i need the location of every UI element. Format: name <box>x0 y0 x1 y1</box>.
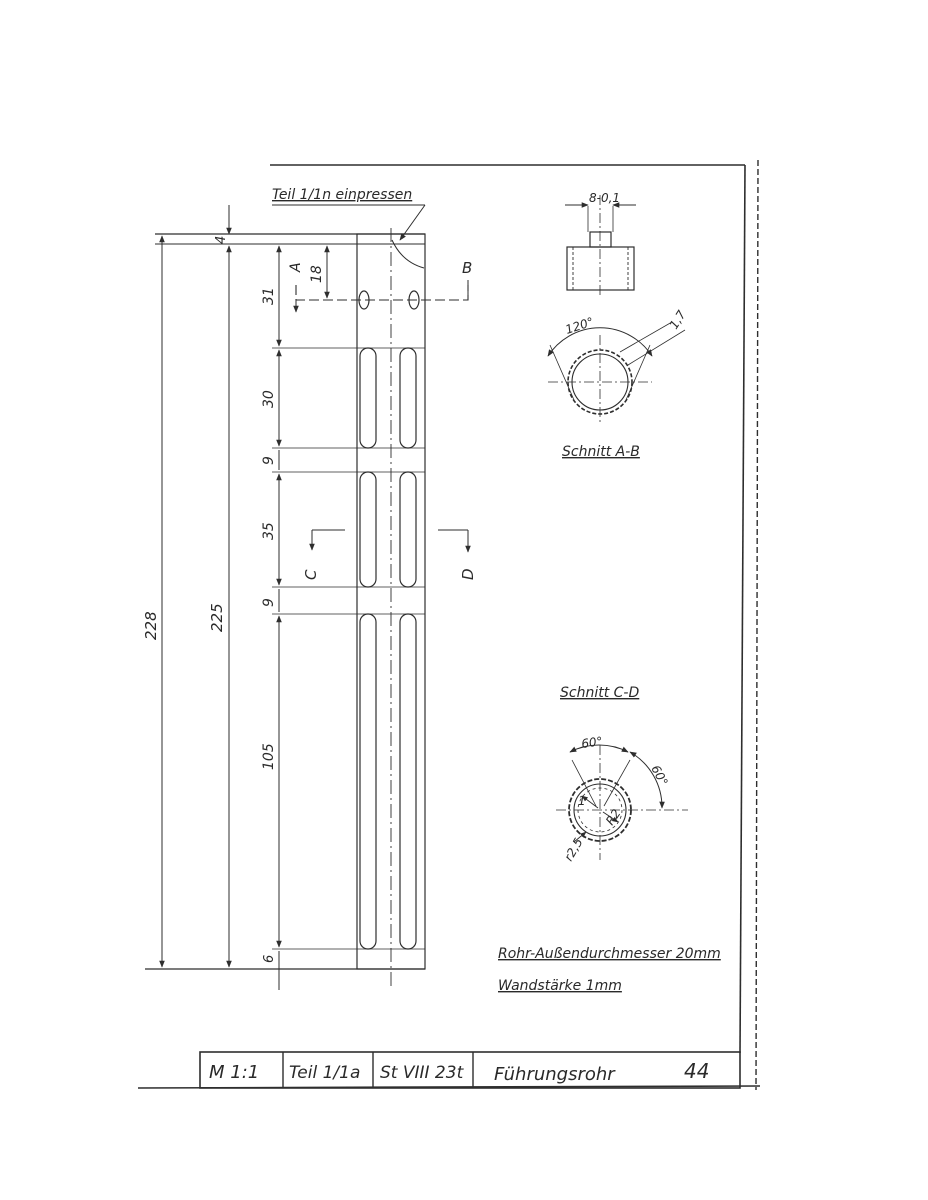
dim-31: 31 <box>261 287 277 305</box>
dim-35: 35 <box>261 522 277 540</box>
cut-label-d: D <box>459 568 477 580</box>
dim-top-offset: 4 <box>214 236 229 244</box>
section-c-d <box>556 744 688 860</box>
section-a-b <box>547 195 686 425</box>
cut-label-b: B <box>462 259 472 277</box>
part-label: Teil 1/1a <box>289 1063 360 1083</box>
section-cd-title: Schnitt C-D <box>560 685 639 701</box>
dimension-lines <box>159 205 357 990</box>
section-cd-r3: r2,5 <box>561 836 585 864</box>
section-ab-side-dim: 1,7 <box>667 308 689 332</box>
note-outer-diameter: Rohr-Außendurchmesser 20mm <box>498 946 721 962</box>
material-label: St VIII 23t <box>380 1063 465 1083</box>
dim-inner: 225 <box>208 603 226 632</box>
dim-30: 30 <box>261 390 277 408</box>
section-cd-r1: 1 <box>578 794 586 808</box>
section-cd-angle-1: 60° <box>580 734 603 751</box>
dim-gap-2: 9 <box>261 598 277 607</box>
cut-label-c: C <box>302 569 320 580</box>
section-cd-angle-2: 60° <box>648 763 670 788</box>
section-ab-angle: 120° <box>564 315 596 337</box>
tube-view <box>145 228 471 990</box>
cut-label-a: A <box>288 262 304 273</box>
dim-105: 105 <box>261 743 277 770</box>
press-note: Teil 1/1n einpressen <box>272 187 412 203</box>
dim-18: 18 <box>309 265 325 283</box>
dim-gap-1: 9 <box>261 456 277 465</box>
sheet-frame <box>137 159 761 1091</box>
section-ab-title: Schnitt A-B <box>562 444 640 460</box>
scale-label: M 1:1 <box>209 1062 259 1083</box>
title-block: M 1:1 Teil 1/1a St VIII 23t Führungsrohr… <box>199 1051 741 1089</box>
dim-bottom: 6 <box>262 955 277 963</box>
note-wall-thickness: Wandstärke 1mm <box>498 978 622 994</box>
sheet-number: 44 <box>684 1059 709 1083</box>
part-name: Führungsrohr <box>494 1064 616 1085</box>
dim-overall: 228 <box>142 611 160 640</box>
section-ab-top-dim: 8-0,1 <box>589 191 620 205</box>
